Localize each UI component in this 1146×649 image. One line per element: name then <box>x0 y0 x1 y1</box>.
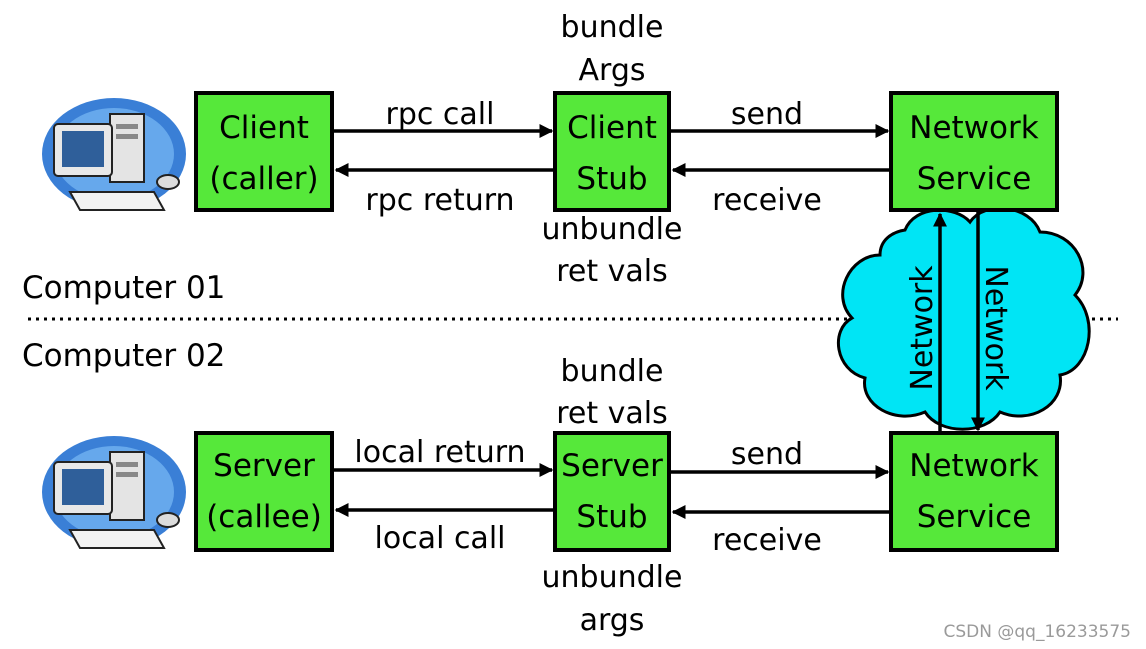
client-line2: (caller) <box>209 161 318 197</box>
client-stub-bottom-note-1: unbundle <box>542 212 683 247</box>
local-return-label: local return <box>354 435 525 470</box>
server-stub-top-note-2: ret vals <box>556 396 668 431</box>
server-stub-box <box>553 431 671 552</box>
server-send-label: send <box>731 437 803 472</box>
server-line1: Server <box>213 448 315 484</box>
client-stub-line2: Stub <box>576 161 647 197</box>
client-network-line2: Service <box>917 161 1032 197</box>
client-send-label: send <box>731 97 803 132</box>
server-line2: (callee) <box>206 499 322 535</box>
client-stub-line1: Client <box>567 110 657 146</box>
client-stub-top-note-2: Args <box>578 53 645 88</box>
network-down-label: Network <box>978 265 1013 391</box>
client-network-line1: Network <box>909 110 1038 146</box>
local-call-label: local call <box>375 521 506 556</box>
client-stub-top-note-1: bundle <box>561 10 664 45</box>
desktop-computer-icon <box>42 436 186 549</box>
client-stub-bottom-note-2: ret vals <box>556 254 668 289</box>
network-cloud-icon <box>836 206 1091 431</box>
network-up-label: Network <box>905 265 940 391</box>
client-box <box>194 91 334 212</box>
desktop-computer-icon <box>42 98 186 211</box>
client-network-service-box <box>889 91 1059 212</box>
server-stub-bottom-note-1: unbundle <box>542 560 683 595</box>
server-stub-line1: Server <box>561 448 663 484</box>
server-receive-label: receive <box>712 523 822 558</box>
rpc-return-label: rpc return <box>365 183 514 218</box>
computer-01-label: Computer 01 <box>22 270 225 306</box>
server-network-line1: Network <box>909 448 1038 484</box>
server-stub-line2: Stub <box>576 499 647 535</box>
client-stub-box <box>553 91 671 212</box>
client-line1: Client <box>219 110 309 146</box>
watermark: CSDN @qq_16233575 <box>944 622 1131 642</box>
server-box <box>194 431 334 552</box>
server-stub-top-note-1: bundle <box>561 354 664 389</box>
server-network-line2: Service <box>917 499 1032 535</box>
client-receive-label: receive <box>712 183 822 218</box>
computer-02-label: Computer 02 <box>22 338 225 374</box>
server-stub-bottom-note-2: args <box>580 603 645 638</box>
server-network-service-box <box>889 431 1059 552</box>
rpc-call-label: rpc call <box>386 97 495 132</box>
